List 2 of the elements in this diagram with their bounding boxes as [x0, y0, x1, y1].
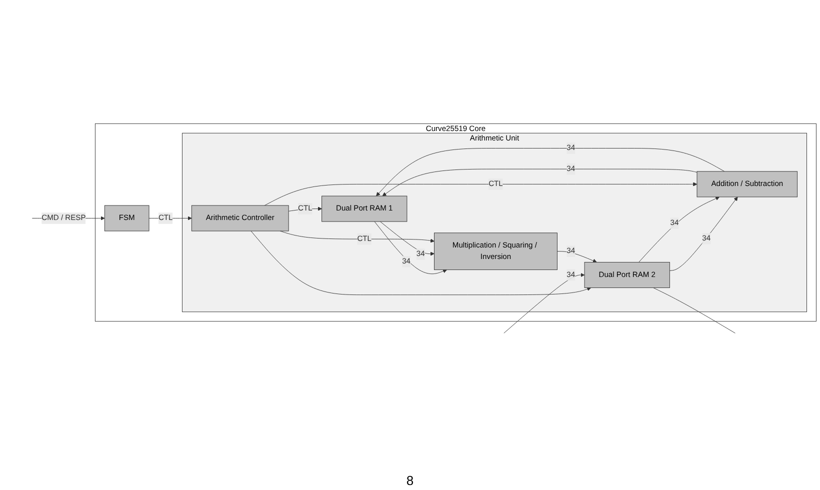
connector [653, 288, 736, 334]
bus-width-label: 8 [406, 473, 414, 488]
